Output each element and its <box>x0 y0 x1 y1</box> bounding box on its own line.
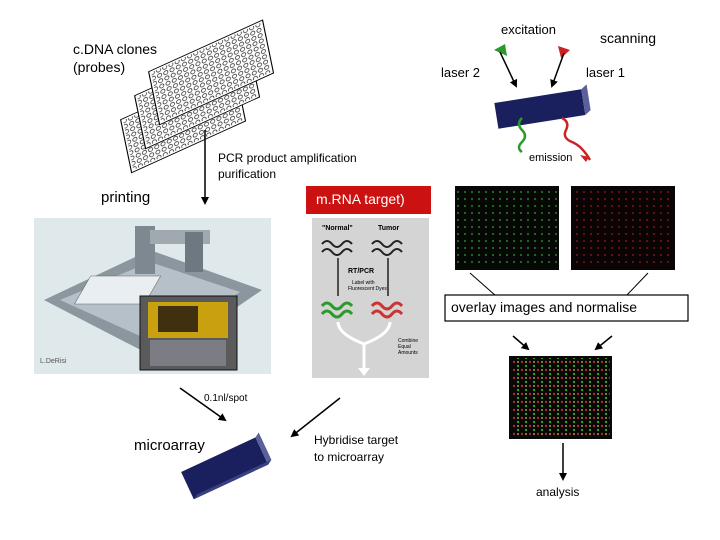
hybridise-arrow <box>290 397 341 438</box>
scanner-slide <box>494 89 586 129</box>
labeling-protocol-panel <box>312 218 429 378</box>
gel-combine-3: Amounts <box>398 350 418 356</box>
hybridise-label-line2: to microarray <box>314 450 385 464</box>
gel-label-dyes-2: Fluorescent Dyes <box>348 286 387 292</box>
gel-tumor-label: Tumor <box>378 225 400 232</box>
laser-1-label: laser 1 <box>586 65 626 80</box>
scanner-assembly <box>494 44 592 162</box>
gel-combine-1: Combine <box>398 338 419 344</box>
overlay-label: overlay images and normalise <box>451 299 637 315</box>
cdna-clones-label: c.DNA clones <box>73 41 158 57</box>
printing-to-microarray-arrow <box>179 387 227 422</box>
gel-combine-2: Equal <box>398 344 411 350</box>
robot-credit: L.DeRisi <box>40 358 67 365</box>
hybridise-label-line1: Hybridise target <box>314 433 399 447</box>
microarray-slide <box>181 432 272 500</box>
red-emission-wave <box>561 116 592 161</box>
excitation-label: excitation <box>501 22 556 37</box>
pcr-label-line1: PCR product amplification <box>218 151 357 165</box>
green-emission-wave <box>517 117 527 154</box>
gel-normal-label: "Normal" <box>322 225 353 232</box>
gel-rtpcr-label: RT/PCR <box>348 268 375 275</box>
scanning-label: scanning <box>600 30 657 46</box>
cdna-probes-label: (probes) <box>73 59 126 75</box>
laser-1-red-icon <box>558 46 570 58</box>
microarray-label: microarray <box>134 437 205 454</box>
pcr-label-line2: purification <box>218 167 277 181</box>
emission-label: emission <box>529 152 573 164</box>
analysis-label: analysis <box>536 485 580 499</box>
mrna-target-banner <box>306 186 431 214</box>
laser-2-label: laser 2 <box>441 65 481 80</box>
mrna-target-label: m.RNA target) <box>316 191 405 207</box>
gel-label-dyes-1: Label with <box>352 280 375 286</box>
cdna-plate-stack <box>120 19 275 174</box>
spot-volume-label: 0.1nl/spot <box>204 393 248 404</box>
arrayer-robot-image <box>34 218 271 374</box>
printing-label: printing <box>101 189 151 206</box>
overlay-box <box>444 294 689 322</box>
laser-2-green-icon <box>494 44 507 56</box>
